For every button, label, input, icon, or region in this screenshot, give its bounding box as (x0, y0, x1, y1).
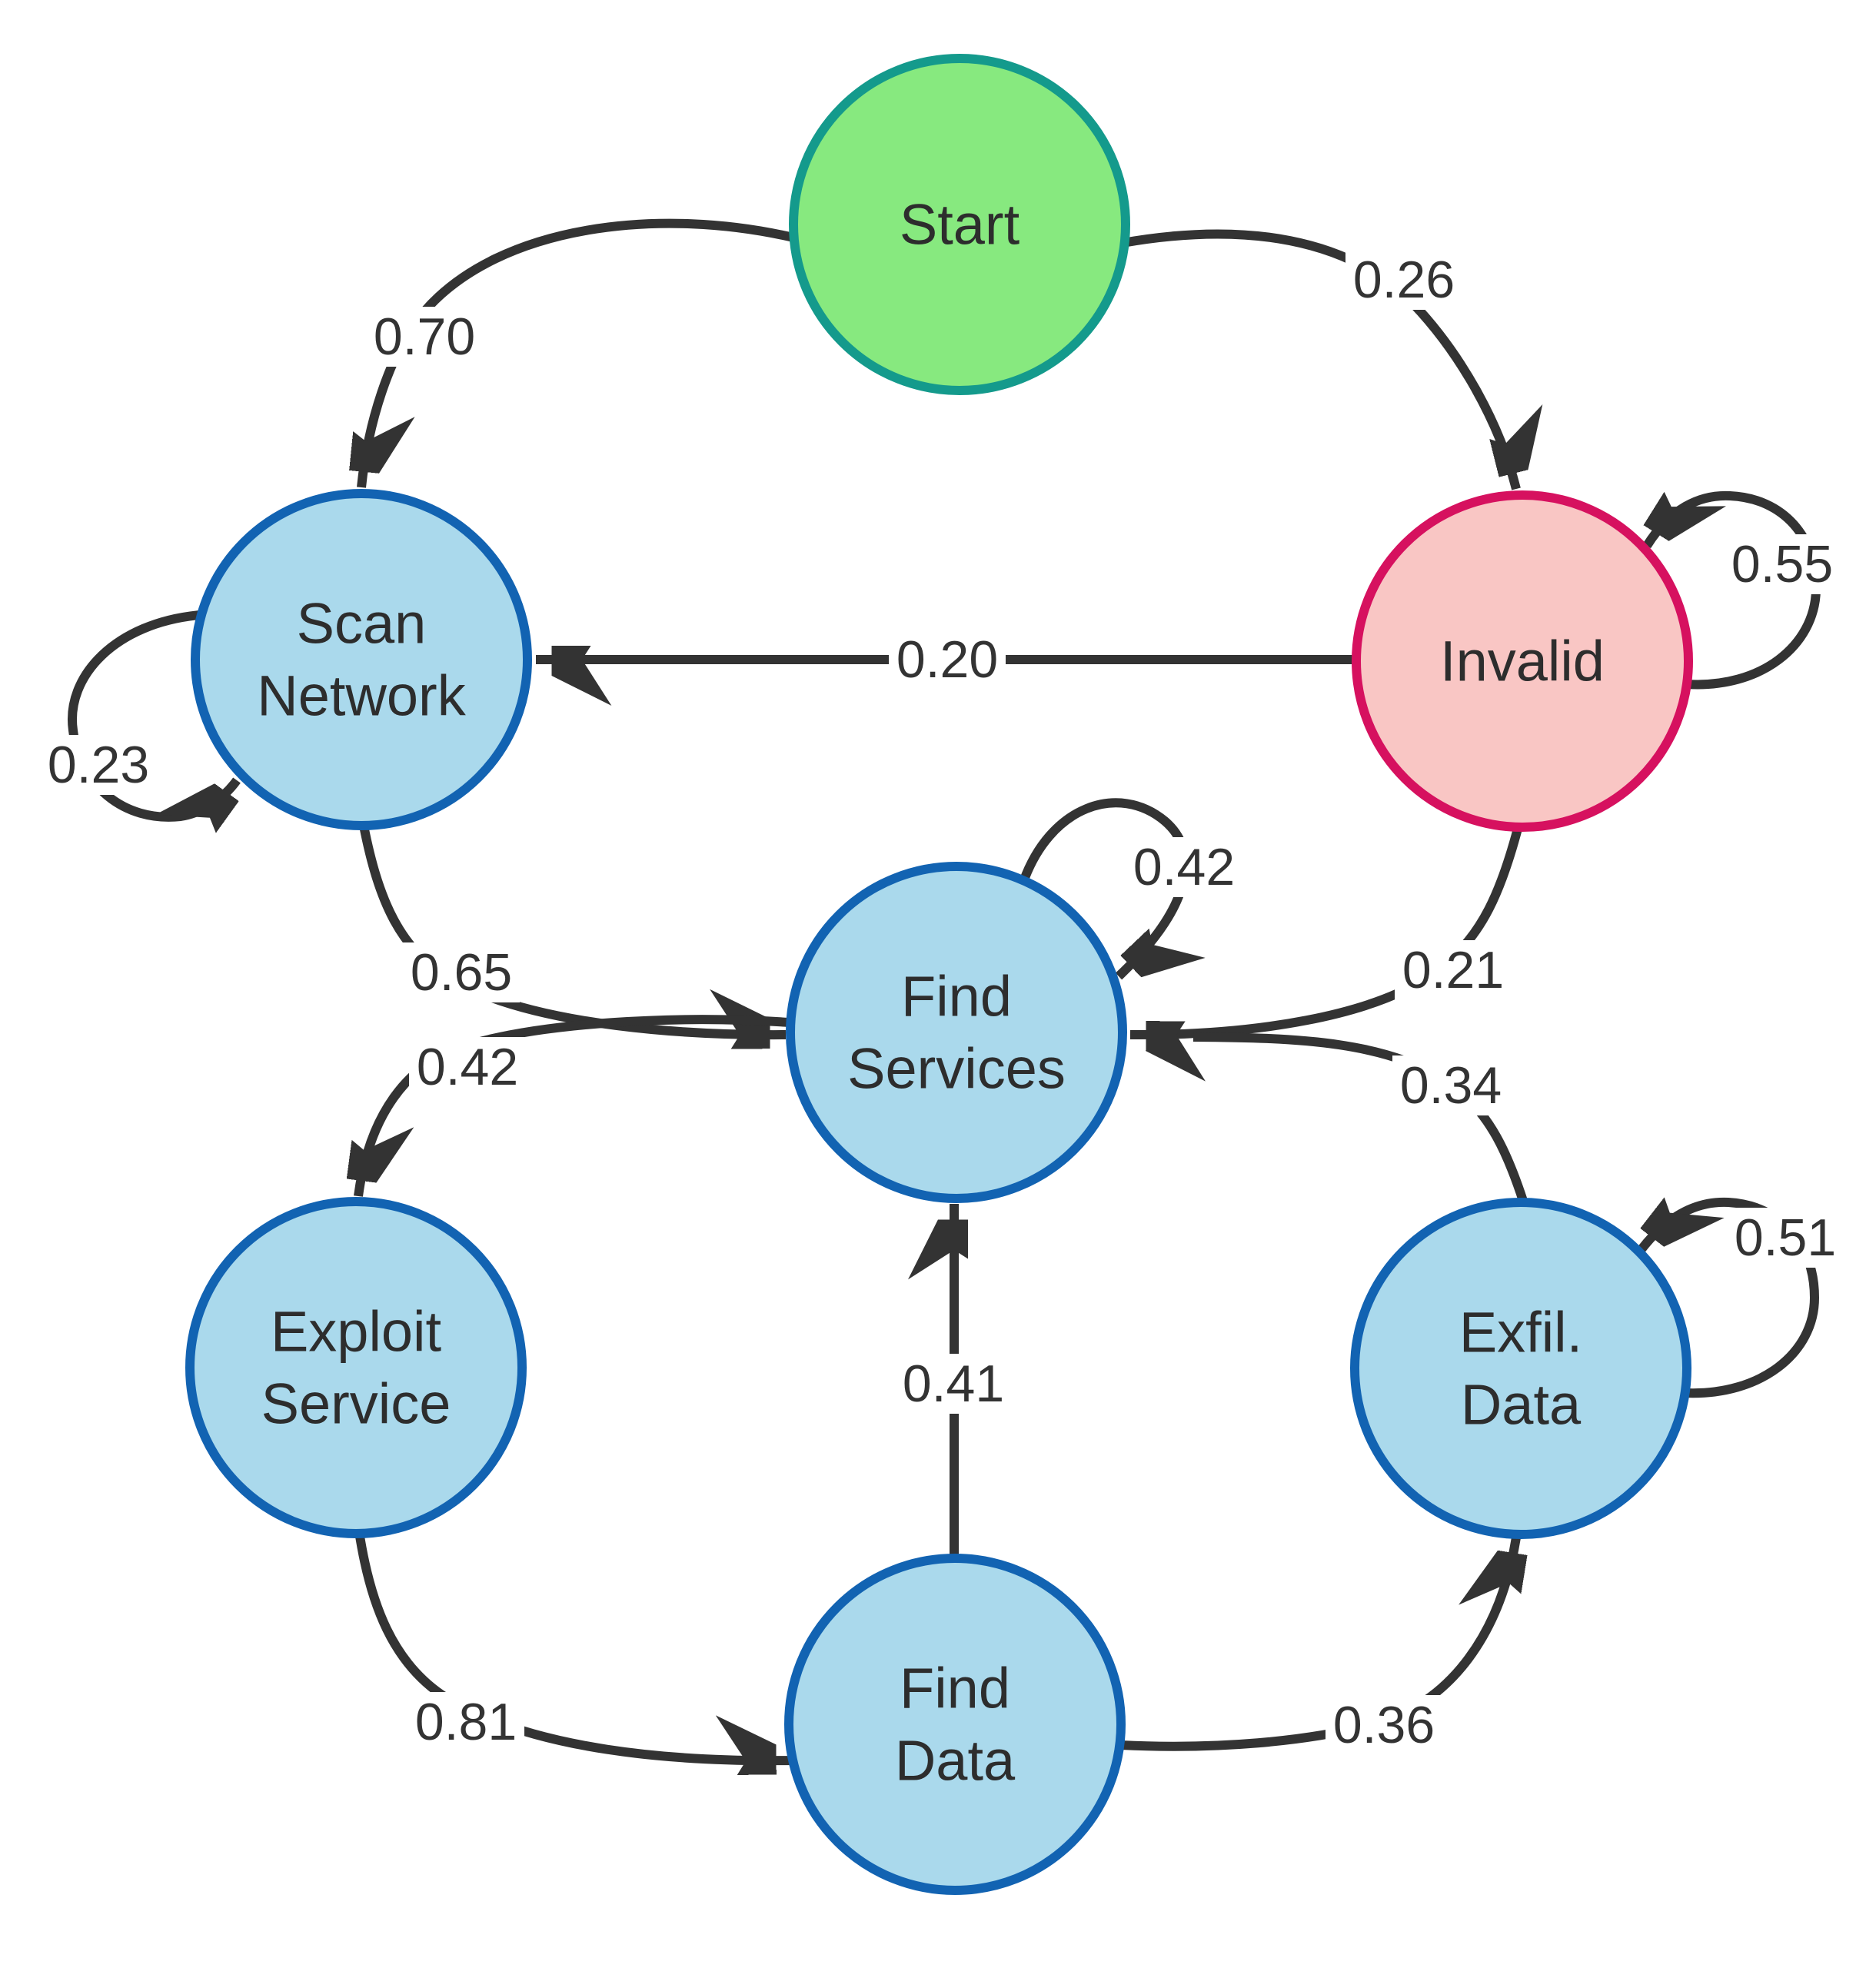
edge-labels-layer: 0.70 0.26 0.20 0.23 0.55 0.65 0.42 0.42 0.21 0.34… (40, 250, 1844, 1755)
edge-label-bg-finddata-exfil (1326, 1695, 1442, 1755)
edge-probability-label-scan-findservices: 0.65 (411, 943, 512, 1002)
edge-probability-label-exfil-self: 0.51 (1735, 1208, 1836, 1267)
edge-probability-label-findservices-exploit: 0.42 (417, 1038, 518, 1096)
edge-label-bg-scan-self (40, 735, 157, 795)
edge-label-bg-findservices-exploit (409, 1037, 526, 1097)
edge-probability-label-scan-self: 0.23 (48, 736, 149, 794)
node-invalid: Invalid (1352, 490, 1693, 832)
node-circle-scan (191, 489, 532, 830)
edge-scan-findservices (359, 824, 787, 1035)
edge-label-bg-scan-findservices (403, 942, 520, 1002)
edge-label-bg-start-invalid (1345, 250, 1462, 310)
node-label-exfil-line2: Data (1461, 1373, 1582, 1437)
edge-findservices-self (1018, 798, 1186, 976)
edge-label-bg-invalid-findservices (1395, 940, 1512, 1000)
edge-probability-label-findservices-self: 0.42 (1133, 838, 1235, 896)
node-label-find_services-line2: Services (847, 1037, 1066, 1101)
edge-label-bg-exfil-self (1727, 1208, 1844, 1268)
edge-label-bg-start-scan (366, 307, 483, 367)
edge-probability-label-invalid-findservices: 0.21 (1402, 941, 1504, 999)
edge-label-bg-findservices-self (1126, 837, 1242, 897)
edge-label-bg-exploit-finddata (407, 1692, 524, 1752)
edge-label-bg-invalid-scan (889, 630, 1006, 690)
edge-probability-label-exploit-finddata: 0.81 (415, 1693, 517, 1751)
node-circle-start (789, 54, 1130, 395)
edge-probability-label-finddata-findservices: 0.41 (903, 1355, 1004, 1413)
node-label-invalid-line1: Invalid (1440, 630, 1605, 693)
edge-finddata-exfil (1120, 1537, 1516, 1751)
node-start: Start (789, 54, 1130, 395)
node-exfil: Exfil. Data (1350, 1198, 1691, 1539)
edge-probability-label-finddata-exfil: 0.36 (1333, 1696, 1435, 1754)
node-label-exfil-line1: Exfil. (1459, 1301, 1582, 1365)
node-label-scan-line1: Scan (297, 592, 427, 656)
edge-probability-label-invalid-scan: 0.20 (896, 630, 998, 689)
node-circle-find_data (784, 1554, 1126, 1895)
node-label-scan-line2: Network (257, 664, 466, 728)
node-circle-invalid (1352, 490, 1693, 832)
node-label-find_data-line2: Data (895, 1729, 1016, 1793)
node-label-find_data-line1: Find (900, 1657, 1010, 1720)
edge-label-bg-invalid-self (1724, 534, 1841, 594)
node-circle-exploit (185, 1197, 527, 1538)
edge-probability-label-start-scan: 0.70 (374, 308, 475, 366)
node-label-exploit-line1: Exploit (271, 1300, 442, 1364)
node-label-find_services-line1: Find (901, 965, 1012, 1029)
edge-label-bg-finddata-findservices (895, 1354, 1012, 1414)
nodes-layer: StartScanNetworkInvalidFindServicesExplo… (185, 54, 1693, 1895)
edge-start-scan (361, 218, 798, 488)
node-circle-exfil (1350, 1198, 1691, 1539)
edge-probability-label-start-invalid: 0.26 (1353, 251, 1455, 309)
edge-probability-label-invalid-self: 0.55 (1731, 535, 1833, 593)
node-label-start-line1: Start (900, 193, 1020, 257)
node-label-exploit-line2: Service (261, 1372, 451, 1436)
edge-label-bg-exfil-findservices (1392, 1055, 1509, 1115)
node-circle-find_services (786, 862, 1127, 1203)
edge-probability-label-exfil-findservices: 0.34 (1400, 1056, 1502, 1115)
